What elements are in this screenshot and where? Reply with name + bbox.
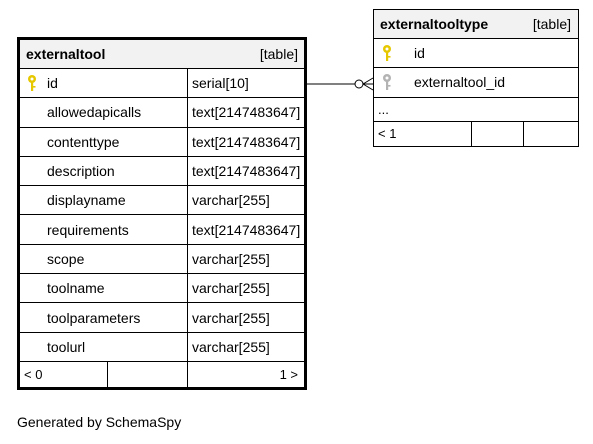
more-columns-indicator: ... — [374, 98, 578, 122]
primary-key-icon — [28, 75, 36, 91]
table-name: externaltooltype — [380, 16, 489, 32]
parents-count[interactable]: < 0 — [20, 361, 108, 387]
foreign-key-icon — [383, 74, 391, 91]
column-name: id — [414, 45, 425, 62]
column-type: text[2147483647] — [192, 163, 301, 180]
column-row[interactable]: displayname varchar[255] — [20, 186, 304, 216]
table-footer: < 0 1 > — [20, 361, 304, 387]
column-name: scope — [20, 244, 188, 274]
column-name: externaltool_id — [414, 74, 506, 91]
column-row[interactable]: requirements text[2147483647] — [20, 215, 304, 245]
column-row[interactable]: contenttype text[2147483647] — [20, 127, 304, 157]
column-type: varchar[255] — [192, 280, 270, 297]
table-kind: [table] — [259, 46, 298, 62]
column-type: text[2147483647] — [192, 221, 301, 238]
parents-count[interactable]: < 1 — [374, 121, 472, 146]
column-type: text[2147483647] — [192, 104, 301, 121]
table-header: externaltool [table] — [20, 40, 304, 69]
column-name: allowedapicalls — [20, 98, 188, 127]
column-type: varchar[255] — [192, 250, 270, 267]
primary-key-icon — [383, 45, 391, 61]
footer-spacer — [108, 361, 188, 387]
column-row[interactable]: description text[2147483647] — [20, 156, 304, 187]
footer-spacer — [524, 122, 578, 146]
column-row[interactable]: toolparameters varchar[255] — [20, 303, 304, 333]
column-type: varchar[255] — [192, 338, 270, 355]
column-type: varchar[255] — [192, 309, 270, 326]
table-externaltool[interactable]: externaltool [table] id serial[10] allow… — [17, 37, 307, 390]
column-name: toolname — [20, 274, 188, 303]
column-name: toolparameters — [20, 303, 188, 332]
column-name: requirements — [20, 215, 188, 244]
column-type: varchar[255] — [192, 192, 270, 209]
table-kind: [table] — [532, 16, 571, 32]
table-footer: < 1 — [374, 121, 578, 146]
column-row[interactable]: externaltool_id — [374, 68, 578, 98]
column-name: displayname — [20, 186, 188, 215]
table-externaltooltype[interactable]: externaltooltype [table] id externaltool… — [373, 9, 579, 147]
children-count[interactable]: 1 > — [279, 366, 298, 382]
column-row[interactable]: allowedapicalls text[2147483647] — [20, 98, 304, 128]
column-type: text[2147483647] — [192, 133, 301, 150]
generated-by-label: Generated by SchemaSpy — [17, 414, 182, 430]
column-type: serial[10] — [192, 75, 249, 92]
column-row[interactable]: toolurl varchar[255] — [20, 332, 304, 362]
table-name: externaltool — [26, 46, 106, 62]
column-name: toolurl — [20, 332, 188, 361]
column-name: description — [20, 156, 188, 186]
table-header: externaltooltype [table] — [374, 10, 578, 39]
column-row[interactable]: scope varchar[255] — [20, 244, 304, 275]
column-row[interactable]: id — [374, 39, 578, 69]
column-row[interactable]: id serial[10] — [20, 69, 304, 99]
footer-spacer — [472, 121, 524, 146]
column-name: id — [47, 75, 58, 92]
column-name: contenttype — [20, 127, 188, 156]
column-row[interactable]: toolname varchar[255] — [20, 274, 304, 304]
